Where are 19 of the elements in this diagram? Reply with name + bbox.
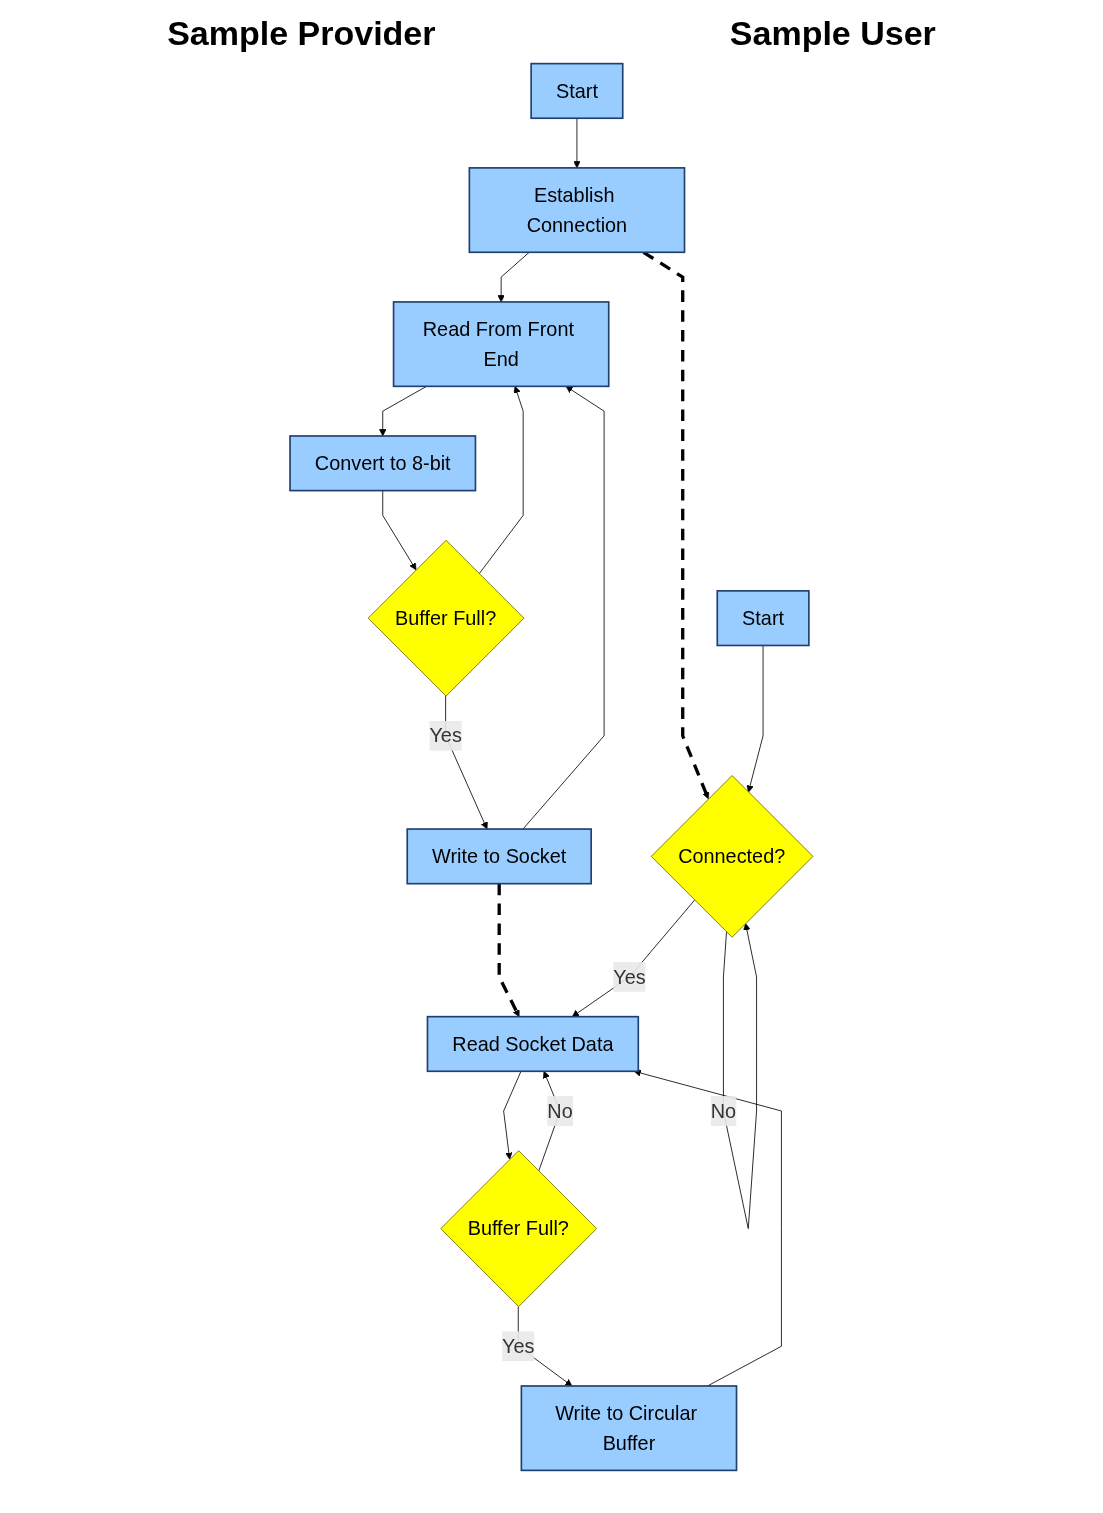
node-diamond: Connected? <box>650 775 814 938</box>
node-box: Write to Socket <box>406 828 592 885</box>
node-box: Write to Circular Buffer <box>520 1385 738 1472</box>
arrow <box>497 883 520 1017</box>
node-diamond: Buffer Full? <box>440 1150 597 1307</box>
node-box: Establish Connection <box>468 167 686 254</box>
node-box: Start <box>530 62 624 120</box>
node-box: Read From Front End <box>392 301 610 388</box>
edge-label: Yes <box>502 1334 535 1358</box>
edge-label: Yes <box>429 724 462 747</box>
node-box: Convert to 8-bit <box>289 435 477 492</box>
edge-label: No <box>547 1099 573 1122</box>
edge-label: Yes <box>613 965 646 988</box>
edge-label: No <box>710 1099 737 1122</box>
node-box: Start <box>716 590 810 647</box>
column-heading: Sample Provider <box>167 14 436 53</box>
node-diamond: Buffer Full? <box>367 539 525 697</box>
node-box: Read Socket Data <box>426 1015 640 1073</box>
column-heading: Sample User <box>729 14 936 53</box>
